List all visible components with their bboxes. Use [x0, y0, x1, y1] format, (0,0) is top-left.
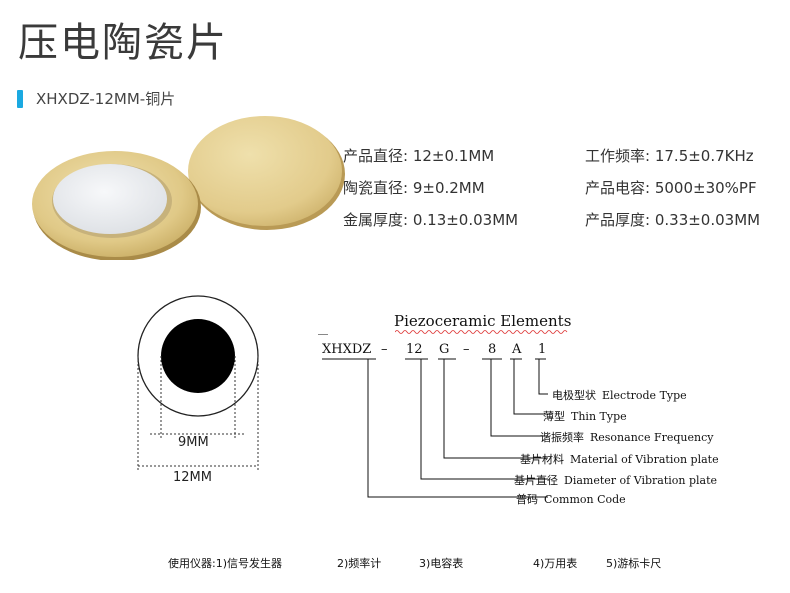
spec-label: 金属厚度:: [343, 211, 409, 229]
annotation-thin-type: 薄型 Thin Type: [543, 408, 627, 424]
annotation-en: Diameter of Vibration plate: [564, 474, 718, 487]
annotation-vibration-material: 基片材料 Material of Vibration plate: [520, 451, 719, 467]
spec-label: 陶瓷直径:: [343, 179, 409, 197]
model-code-diameter: 12: [406, 342, 423, 357]
diagram-title: Piezoceramic Elements: [394, 312, 572, 330]
spec-label: 产品电容:: [585, 179, 651, 197]
ceramic-disk-circle: [161, 319, 235, 393]
inner-diameter-label: 9MM: [178, 435, 209, 450]
tool-vernier-caliper: 5)游标卡尺: [606, 557, 662, 570]
spec-value: 0.33±0.03MM: [654, 211, 761, 229]
spec-working-frequency: 工作频率: 17.5±0.7KHz: [585, 145, 754, 166]
tool-frequency-counter: 2)频率计: [337, 557, 382, 570]
leader-lines: [318, 334, 548, 498]
annotation-cn: 薄型: [543, 410, 565, 423]
annotation-en: Thin Type: [571, 410, 627, 423]
annotation-en: Electrode Type: [602, 389, 687, 402]
model-code-thin: A: [512, 342, 522, 357]
annotation-en: Resonance Frequency: [590, 431, 714, 444]
annotation-cn: 电极型状: [552, 389, 596, 402]
spec-capacitance: 产品电容: 5000±30%PF: [585, 177, 757, 198]
product-subtitle: XHXDZ-12MM-铜片: [36, 90, 176, 108]
model-code-dash-1: –: [381, 342, 388, 357]
spec-value: 0.13±0.03MM: [412, 211, 519, 229]
model-code-frequency: 8: [488, 342, 497, 357]
spec-value: 17.5±0.7KHz: [654, 147, 754, 165]
annotation-resonance-frequency: 谐振频率 Resonance Frequency: [540, 429, 713, 445]
piezo-disk-front: [32, 151, 201, 260]
model-code-material: G: [439, 342, 450, 357]
annotation-cn: 基片材料: [520, 453, 564, 466]
page-title: 压电陶瓷片: [18, 20, 228, 66]
spec-label: 产品厚度:: [585, 211, 651, 229]
annotation-cn: 基片直径: [514, 474, 558, 487]
annotation-cn: 普码: [516, 493, 538, 506]
spec-product-diameter: 产品直径: 12±0.1MM: [343, 145, 494, 166]
spec-product-thickness: 产品厚度: 0.33±0.03MM: [585, 209, 760, 230]
brass-disk-back: [188, 116, 345, 230]
annotation-en: Material of Vibration plate: [570, 453, 719, 466]
model-code-dash-2: –: [463, 342, 470, 357]
spec-metal-thickness: 金属厚度: 0.13±0.03MM: [343, 209, 518, 230]
annotation-electrode-type: 电极型状 Electrode Type: [552, 387, 687, 403]
model-code-base: XHXDZ: [322, 342, 372, 357]
spec-value: 9±0.2MM: [412, 179, 485, 197]
title-underline: [395, 330, 568, 334]
product-photo: [32, 116, 345, 260]
spec-ceramic-diameter: 陶瓷直径: 9±0.2MM: [343, 177, 485, 198]
tool-capacitance-meter: 3)电容表: [419, 557, 464, 570]
annotation-cn: 谐振频率: [540, 431, 584, 444]
annotation-en: Common Code: [544, 493, 626, 506]
spec-label: 工作频率:: [585, 147, 651, 165]
dimension-diagram: [137, 295, 259, 470]
annotation-vibration-diameter: 基片直径 Diameter of Vibration plate: [514, 472, 717, 488]
model-code-electrode: 1: [538, 342, 547, 357]
tool-signal-generator: 使用仪器:1)信号发生器: [168, 557, 282, 570]
spec-value: 5000±30%PF: [654, 179, 757, 197]
accent-bar: [17, 90, 23, 108]
spec-label: 产品直径:: [343, 147, 409, 165]
outer-diameter-label: 12MM: [173, 470, 212, 485]
annotation-common-code: 普码 Common Code: [516, 491, 626, 507]
spec-value: 12±0.1MM: [412, 147, 495, 165]
tool-multimeter: 4)万用表: [533, 557, 578, 570]
